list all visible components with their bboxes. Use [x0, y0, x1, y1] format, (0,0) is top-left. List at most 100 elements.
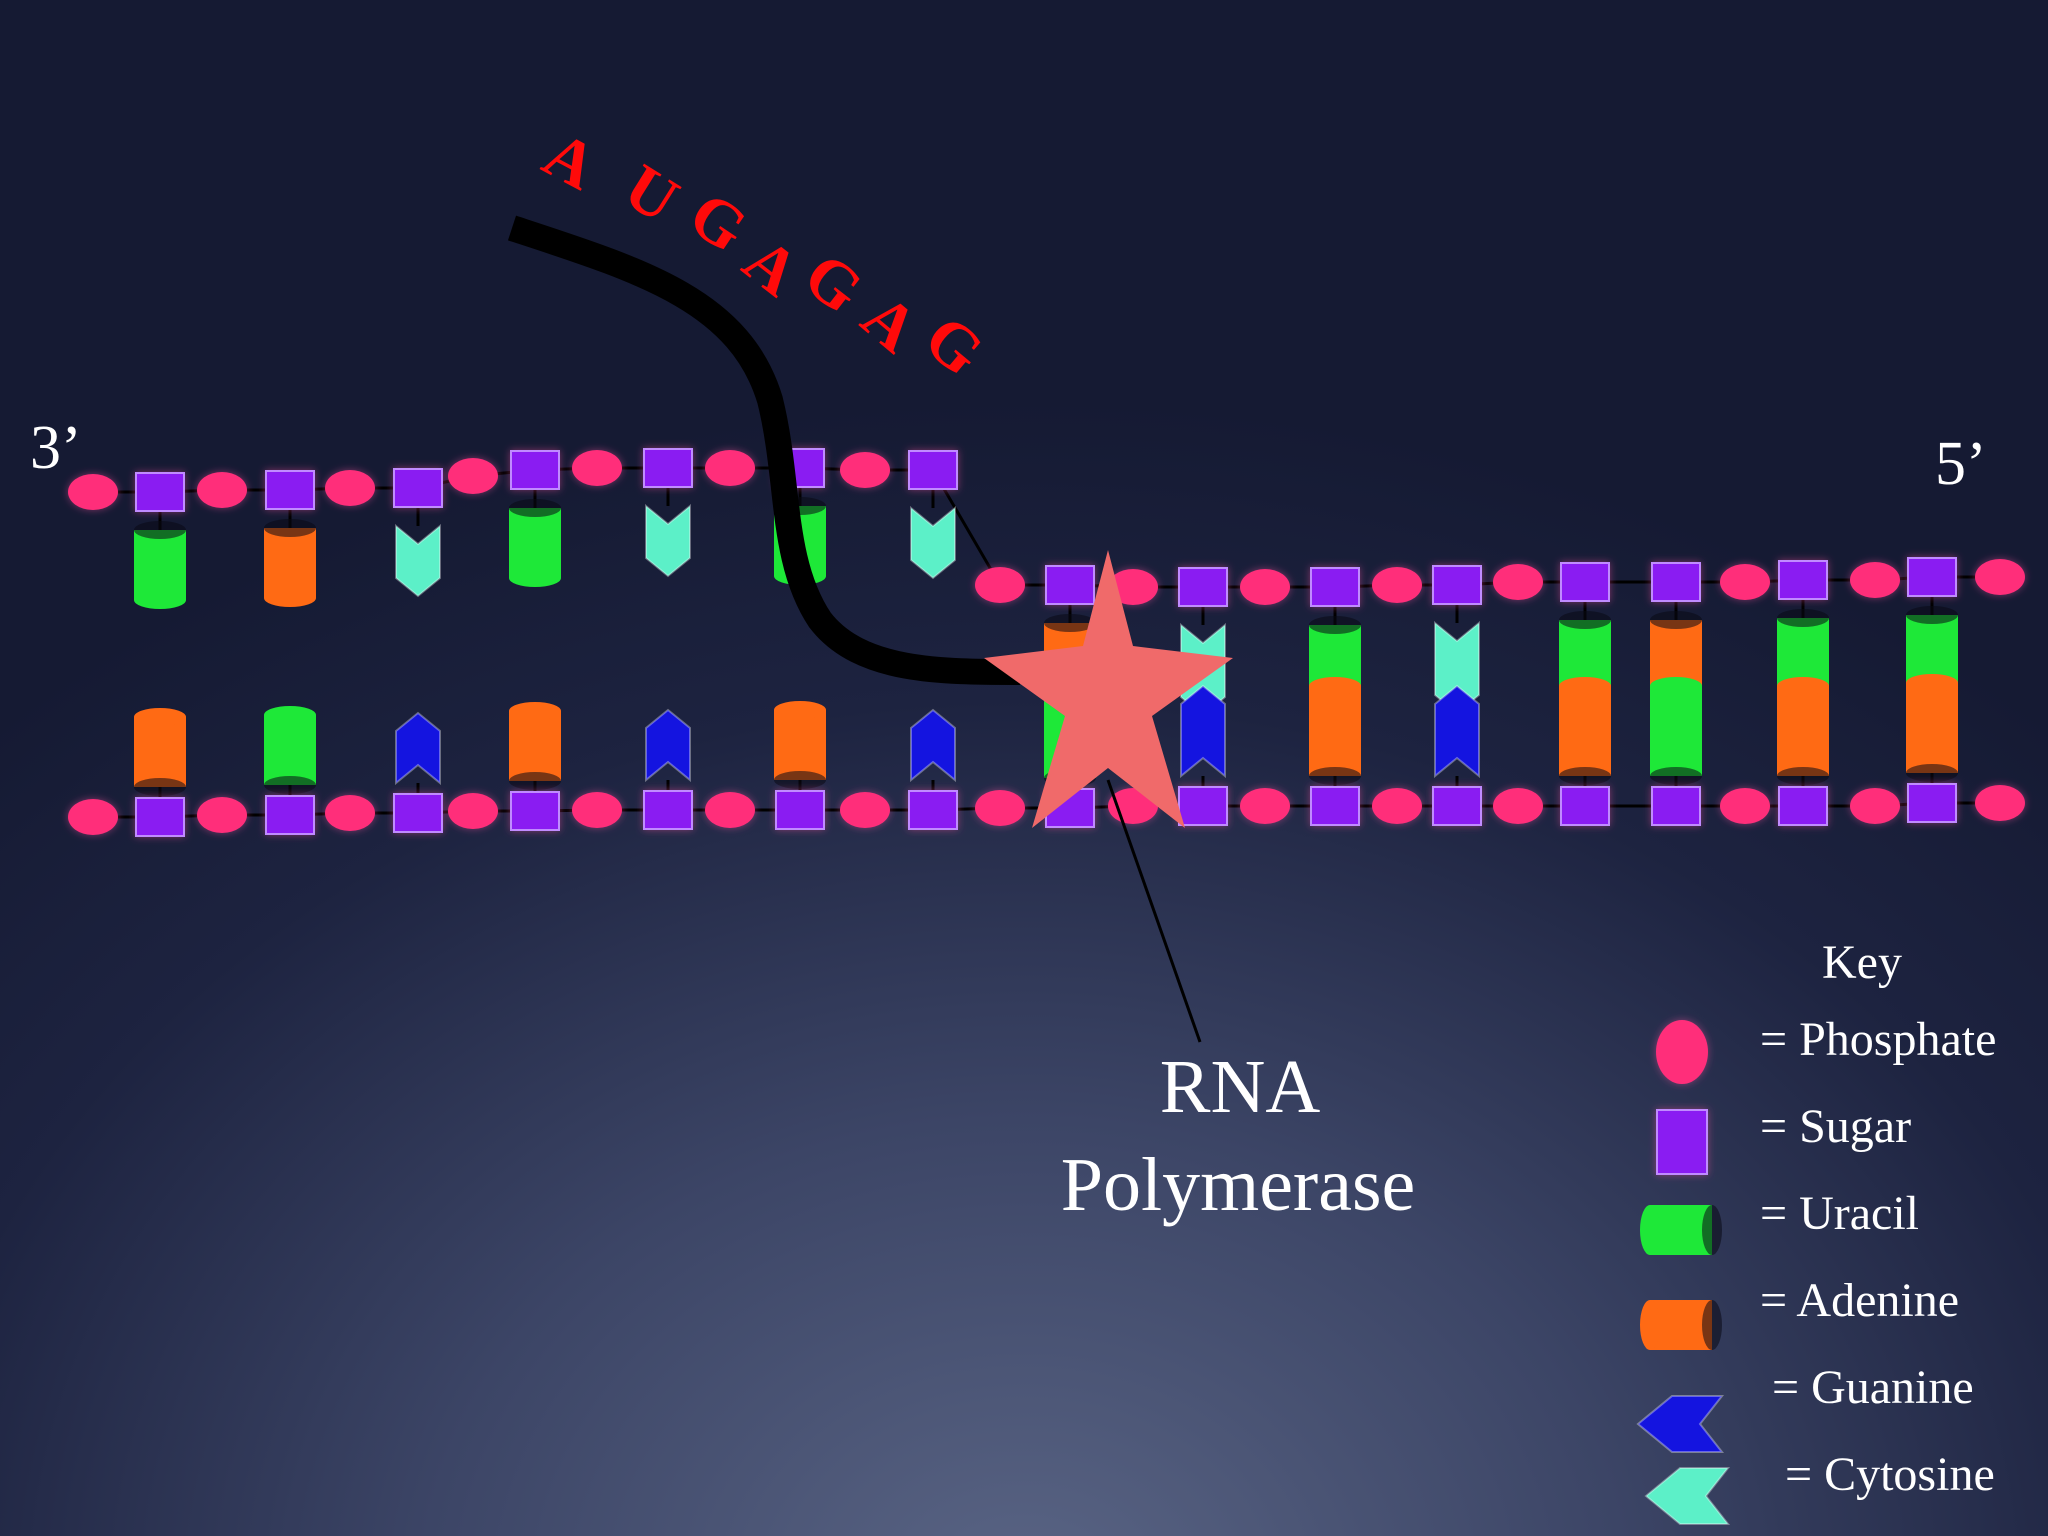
top-sugar: [1432, 565, 1482, 605]
bottom-base-adenine: [509, 702, 561, 790]
key-sugar-symbol: [1656, 1109, 1708, 1175]
bottom-base-adenine-cap: [1559, 767, 1611, 785]
bottom-phosphate: [68, 799, 118, 835]
bottom-sugar: [1560, 786, 1610, 826]
rna-polymerase: RNA Polymerase: [984, 550, 1415, 1227]
bottom-sugar: [135, 797, 185, 837]
bottom-sugar: [1907, 783, 1957, 823]
top-base-adenine: [264, 519, 316, 607]
bottom-base-uracil-body: [264, 715, 316, 785]
key-uracil-body: [1650, 1205, 1712, 1255]
bottom-base-adenine: [1559, 677, 1611, 785]
top-base-uracil-body: [134, 530, 186, 600]
bottom-base-adenine-cap: [134, 778, 186, 796]
top-sugar: [1310, 567, 1360, 607]
nitrogenous-bases: [134, 468, 1958, 817]
top-sugar: [1178, 567, 1228, 607]
key-adenine-symbol: [1640, 1300, 1722, 1350]
top-base-adenine-cap: [1650, 611, 1702, 629]
five-prime-label: 5’: [1935, 430, 1987, 498]
polymerase-label-line1: RNA: [1160, 1045, 1321, 1129]
top-sugar: [135, 472, 185, 512]
rna-letter: U: [612, 150, 691, 237]
bottom-base-adenine-end: [1309, 677, 1361, 695]
top-phosphate: [197, 472, 247, 508]
bottom-base-uracil: [264, 706, 316, 794]
top-base-uracil-cap: [509, 499, 561, 517]
three-prime-label: 3’: [30, 414, 82, 482]
bottom-base-adenine-body: [509, 711, 561, 781]
bottom-sugar: [1778, 786, 1828, 826]
bottom-base-adenine-body: [1309, 686, 1361, 776]
top-phosphate: [1975, 559, 2025, 595]
top-base-adenine-body: [264, 528, 316, 598]
top-phosphate: [448, 458, 498, 494]
bottom-base-adenine-cap: [774, 771, 826, 789]
bottom-phosphate: [1975, 785, 2025, 821]
top-sugar: [908, 450, 958, 490]
bottom-base-guanine: [910, 708, 956, 783]
bottom-phosphate: [197, 797, 247, 833]
top-base-uracil: [134, 521, 186, 609]
bottom-sugar: [510, 791, 560, 831]
top-base-uracil: [509, 499, 561, 587]
bottom-phosphate: [1493, 788, 1543, 824]
key-label-cytosine: = Cytosine: [1785, 1448, 1995, 1501]
bottom-base-adenine-cap: [509, 772, 561, 790]
bottom-base-adenine: [1777, 677, 1829, 785]
top-phosphate: [1493, 564, 1543, 600]
key-adenine-cap: [1702, 1300, 1722, 1350]
polymerase-pointer-line: [1106, 779, 1202, 1043]
bottom-base-adenine: [1309, 677, 1361, 785]
top-base-cytosine: [395, 523, 441, 598]
key-label-sugar: = Sugar: [1760, 1100, 1911, 1153]
bottom-sugar: [1310, 786, 1360, 826]
key-uracil-end: [1640, 1205, 1660, 1255]
bottom-base-adenine-body: [774, 710, 826, 780]
top-base-uracil-cap: [1906, 606, 1958, 624]
top-phosphate: [325, 470, 375, 506]
bottom-base-guanine: [645, 708, 691, 783]
top-sugar: [1651, 562, 1701, 602]
top-sugar: [1907, 557, 1957, 597]
bottom-base-guanine: [395, 711, 441, 786]
rna-polymerase-star: [984, 550, 1233, 828]
key-uracil-cap: [1702, 1205, 1722, 1255]
top-phosphate: [1372, 567, 1422, 603]
top-base-cytosine: [645, 503, 691, 578]
bottom-base-adenine-body: [134, 717, 186, 787]
bottom-base-adenine-end: [1559, 677, 1611, 695]
bottom-base-adenine-cap: [1309, 767, 1361, 785]
bottom-base-uracil-cap: [1650, 767, 1702, 785]
top-base-uracil-cap: [1559, 611, 1611, 629]
top-phosphate: [840, 452, 890, 488]
rna-letter: G: [676, 178, 759, 267]
bottom-base-uracil-cap: [264, 776, 316, 794]
key-adenine-end: [1640, 1300, 1660, 1350]
top-phosphate: [1108, 569, 1158, 605]
top-phosphate: [975, 567, 1025, 603]
top-base-uracil-body: [509, 508, 561, 578]
bottom-sugar: [1651, 786, 1701, 826]
bottom-base-adenine-cap: [1777, 767, 1829, 785]
key-legend: Key = Phosphate = Sugar = Uracil = Adeni…: [1636, 936, 1996, 1525]
bottom-base-adenine-body: [1777, 686, 1829, 776]
key-label-uracil: = Uracil: [1760, 1187, 1919, 1240]
bottom-base-uracil-end: [1650, 677, 1702, 695]
bottom-base-guanine: [1180, 684, 1226, 779]
key-title: Key: [1822, 936, 1902, 989]
bottom-base-adenine: [774, 701, 826, 789]
bottom-phosphate: [1240, 788, 1290, 824]
top-base-uracil-cap: [1777, 609, 1829, 627]
bottom-base-adenine-cap: [1906, 764, 1958, 782]
bottom-base-adenine-end: [774, 701, 826, 719]
key-cytosine-symbol: [1644, 1467, 1731, 1525]
backbone-nodes: [68, 448, 2025, 837]
rna-letter: A: [532, 118, 609, 205]
bottom-phosphate: [705, 792, 755, 828]
top-phosphate: [68, 474, 118, 510]
bottom-sugar: [908, 790, 958, 830]
bottom-phosphate: [1720, 788, 1770, 824]
key-adenine-body: [1650, 1300, 1712, 1350]
